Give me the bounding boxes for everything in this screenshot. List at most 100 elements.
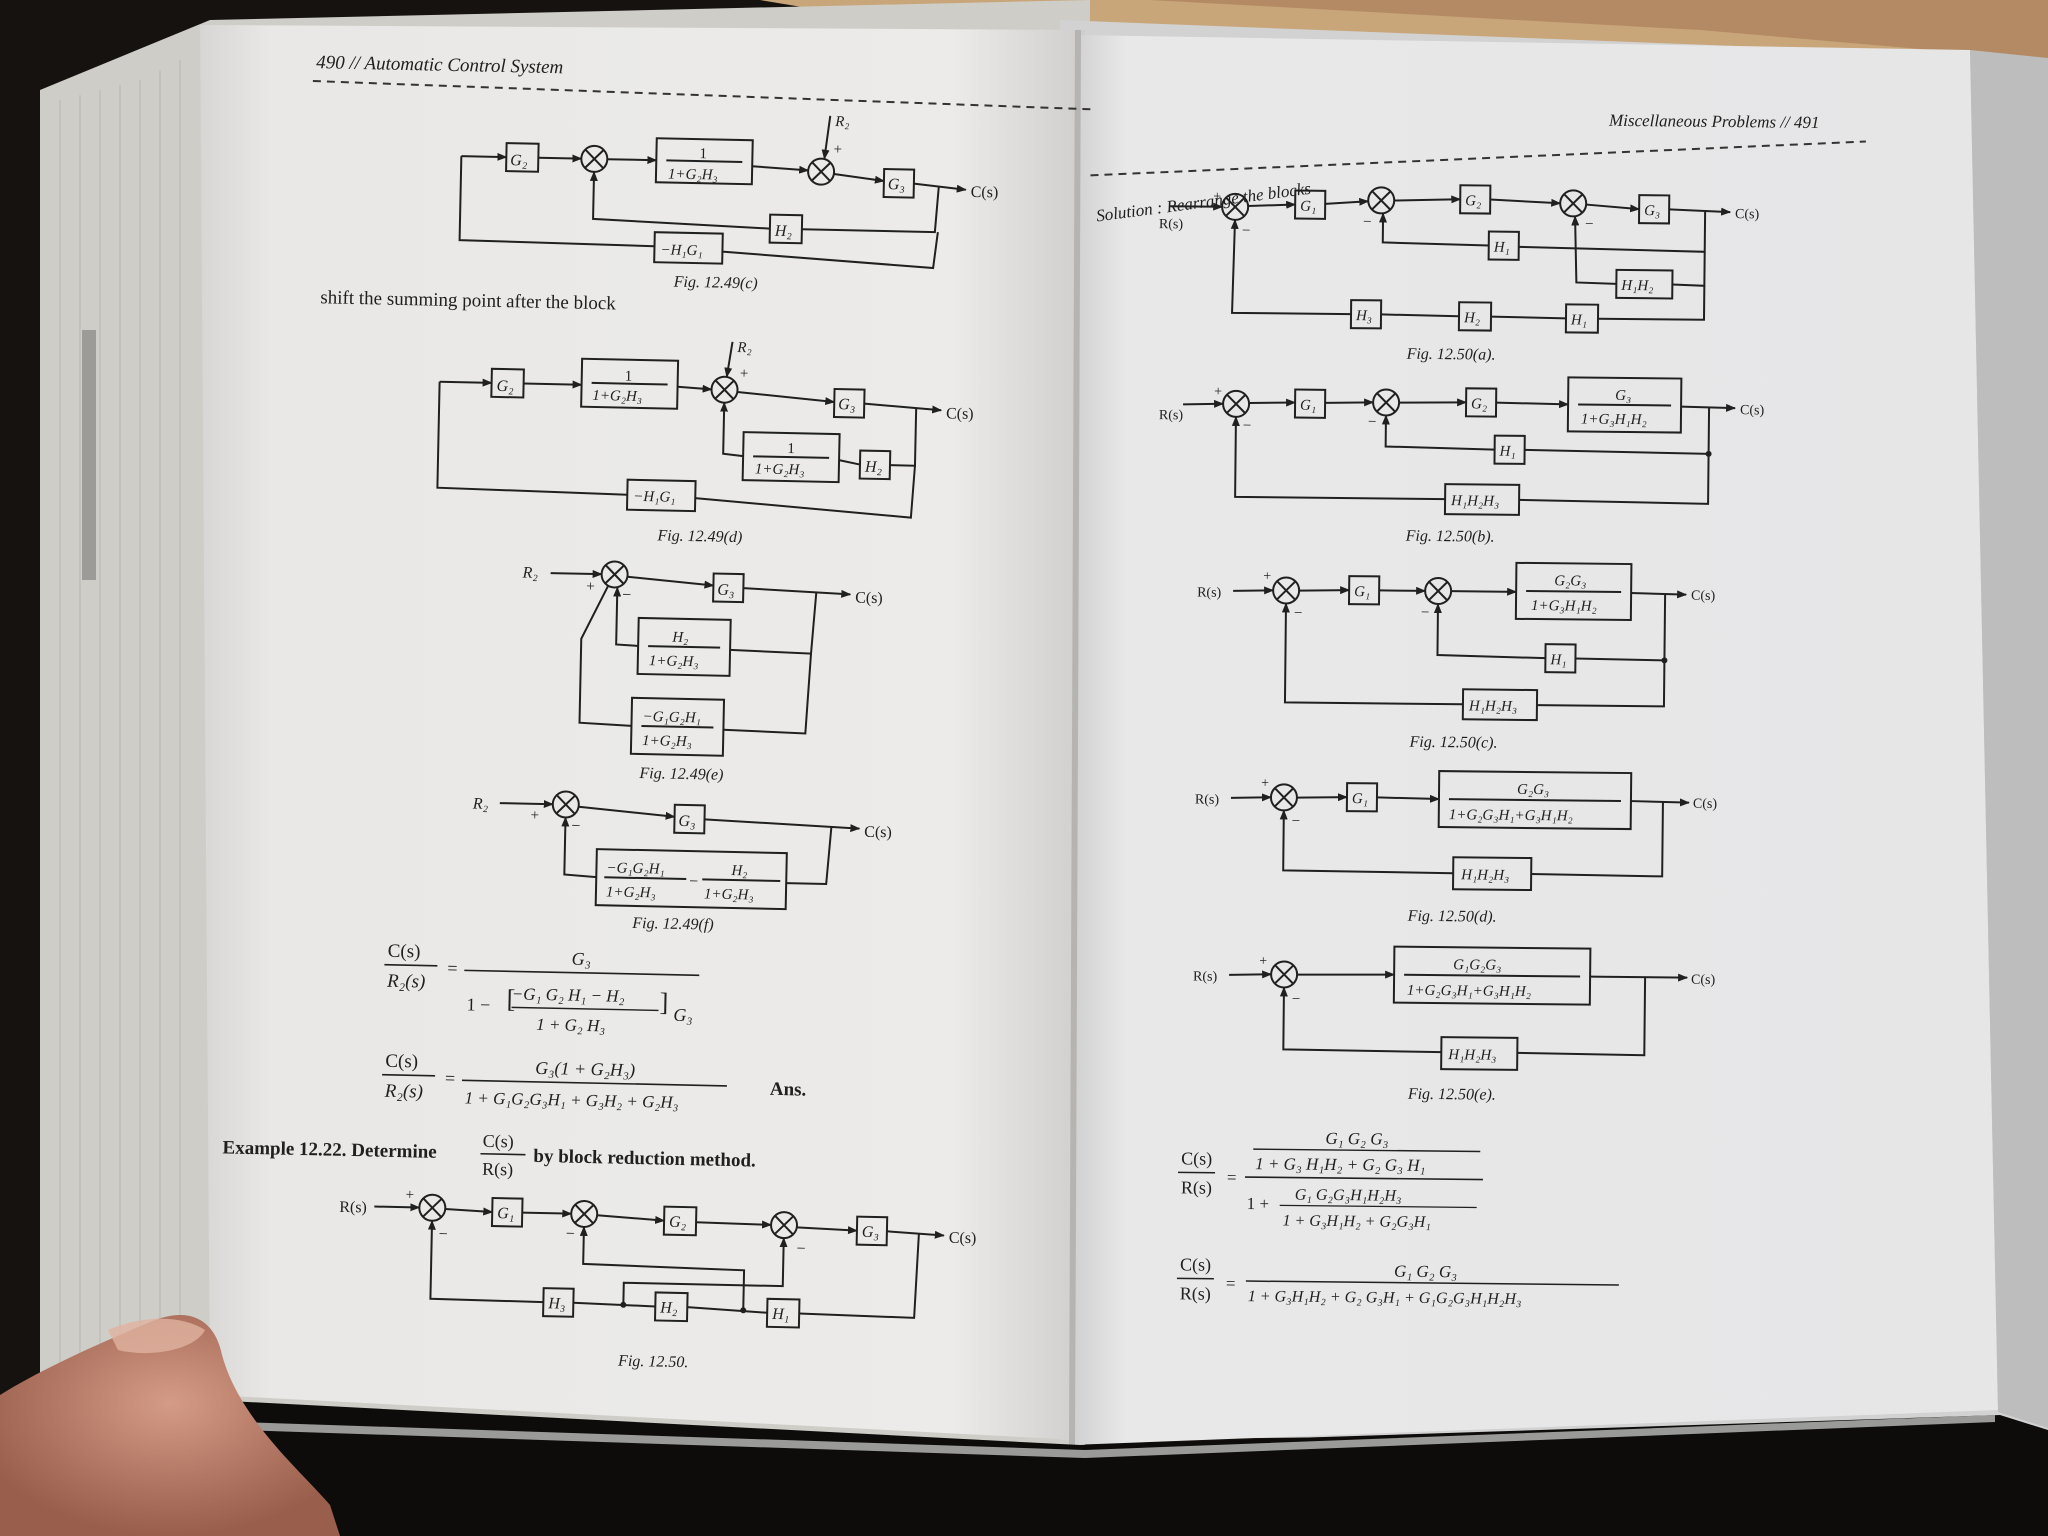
caption-fig-12-49c: Fig. 12.49(c) <box>673 274 758 293</box>
equation-2-right: C(s) R(s) = G₁ G₂ G₃ 1 + G₃H₁H₂ + G₂ G₃H… <box>1176 1254 1619 1308</box>
label-h1-top-a: H₁ <box>1493 240 1510 256</box>
fig-12-50b <box>1183 376 1737 516</box>
label-h2-a: H₂ <box>1463 310 1480 326</box>
label-h1-b: H₁ <box>1499 444 1516 460</box>
sign-minus-50c: − <box>796 1240 805 1257</box>
label-f2-num: H₂ <box>730 863 747 879</box>
label-input-a: R(s) <box>1159 217 1184 232</box>
label-input-b: R(s) <box>1159 408 1184 423</box>
label-h3-50: H₃ <box>547 1295 565 1312</box>
label-g3: G₃ <box>888 176 905 193</box>
equation-1-right: C(s) R(s) = G₁ G₂ G₃ 1 + G₃ H₁H₂ + G₂ G₃… <box>1178 1129 1483 1231</box>
fig-12-50a <box>1170 184 1732 334</box>
label-feedback-b: H₁H₂H₃ <box>1450 493 1499 510</box>
req1-equals: = <box>1227 1168 1237 1187</box>
eq1-equals: = <box>447 958 458 978</box>
right-page-stack <box>1970 50 2048 1428</box>
label-b2-den: 1+G₂H₃ <box>642 733 692 750</box>
eq1-inner-den: 1 + G₂ H₃ <box>536 1015 606 1035</box>
sign-plus-50: + <box>405 1187 414 1203</box>
label-feedback: −H₁G₁ <box>660 242 703 259</box>
label-den: 1+G₂H₃ <box>668 166 718 183</box>
caption-fig-12-50d: Fig. 12.50(d). <box>1407 908 1497 926</box>
eq2-lhs-den: R₂(s) <box>384 1081 424 1103</box>
sign-minus-e: − <box>622 587 631 604</box>
sign-plus: + <box>833 142 842 158</box>
example-12-22: Example 12.22. Determine C(s) R(s) by bl… <box>222 1131 756 1181</box>
sign-plus-f: + <box>530 808 539 824</box>
caption-fig-12-50: Fig. 12.50. <box>617 1353 689 1371</box>
label-output-e-right: C(s) <box>1691 973 1716 988</box>
eq1-lhs-num: C(s) <box>387 941 420 963</box>
sign-minus-e-right: − <box>1292 992 1301 1008</box>
label-h1-a: H₁ <box>1570 312 1587 328</box>
label-feedback-c: H₁H₂H₃ <box>1468 698 1517 715</box>
label-output-c: C(s) <box>1691 589 1716 604</box>
label-h1h2-a: H₁H₂ <box>1620 278 1653 294</box>
eq2-ans: Ans. <box>770 1079 807 1101</box>
bracket-left: [ <box>506 984 515 1013</box>
req1-inner-num: G₁ G₂G₃H₁H₂H₃ <box>1295 1187 1402 1205</box>
label-g3-e: G₃ <box>717 582 734 599</box>
label-g3-a: G₃ <box>1644 203 1660 219</box>
label-input-e: R(s) <box>1193 969 1218 984</box>
example-prefix: Example 12.22. Determine <box>222 1137 437 1162</box>
sign-minus-a3: − <box>1585 217 1594 233</box>
req1-inner-den: 1 + G₃H₁H₂ + G₂G₃H₁ <box>1282 1212 1430 1231</box>
label-g1-a: G₁ <box>1300 199 1316 215</box>
label-num: 1 <box>699 146 707 162</box>
sign-minus-a2: − <box>1363 214 1372 230</box>
caption-fig-12-50a: Fig. 12.50(a). <box>1406 346 1496 364</box>
sign-minus-50b: − <box>566 1226 575 1243</box>
label-g1-c: G₁ <box>1354 584 1370 600</box>
sign-plus-b: + <box>1214 385 1222 400</box>
label-g2-b: G₂ <box>1471 396 1487 412</box>
example-frac-num: C(s) <box>483 1131 514 1153</box>
right-page <box>1070 35 1998 1445</box>
label-output-b: C(s) <box>1740 403 1765 418</box>
label-blk-num-d: G₂G₃ <box>1517 782 1549 798</box>
label-blk-den-d: 1+G₂G₃H₁+G₃H₁H₂ <box>1449 807 1573 824</box>
label-blk-num-e: G₁G₂G₃ <box>1453 957 1501 974</box>
label-b2-num: −G₁G₂H₁ <box>642 709 701 726</box>
label-h1-c: H₁ <box>1549 652 1566 668</box>
caption-fig-12-49f: Fig. 12.49(f) <box>631 915 714 934</box>
label-r2-d: R₂ <box>736 340 752 356</box>
eq2-den: 1 + G₁G₂G₃H₁ + G₃H₂ + G₂H₃ <box>464 1088 678 1111</box>
caption-fig-12-50c: Fig. 12.50(c). <box>1408 734 1497 752</box>
label-output-50: C(s) <box>949 1230 977 1248</box>
sign-plus-d: + <box>1261 776 1269 791</box>
label-g1-d: G₁ <box>1352 791 1368 807</box>
eq1-num: G₃ <box>571 949 591 969</box>
label-h1-50: H₁ <box>771 1306 789 1323</box>
label-output-e: C(s) <box>855 589 883 607</box>
label-feedback-d: H₁H₂H₃ <box>1460 867 1509 884</box>
label-output-a: C(s) <box>1735 207 1760 222</box>
spine-gutter <box>1069 29 1081 1446</box>
caption-fig-12-50e: Fig. 12.50(e). <box>1407 1086 1496 1104</box>
label-f1-den: 1+G₂H₃ <box>606 884 656 901</box>
sign-plus-a: + <box>1213 190 1221 205</box>
label-num-d: 1 <box>625 369 633 385</box>
left-header-rule <box>312 80 1093 111</box>
label-g2-a: G₂ <box>1465 193 1481 209</box>
sign-plus-d: + <box>740 366 749 382</box>
caption-fig-12-50b: Fig. 12.50(b). <box>1405 528 1495 546</box>
label-g3-d: G₃ <box>838 396 855 413</box>
label-g1-50: G₁ <box>497 1205 514 1222</box>
label-g2-d: G₂ <box>496 378 514 395</box>
req2-lhs-den: R(s) <box>1180 1283 1211 1304</box>
sign-minus-c1: − <box>1294 606 1303 622</box>
sign-minus-f: − <box>571 818 580 835</box>
right-header-rule <box>1090 140 1866 177</box>
label-feedback-d: −H₁G₁ <box>633 489 676 506</box>
bracket-right: ] <box>659 987 668 1016</box>
fig-12-49c <box>458 115 967 270</box>
label-blk-den-e: 1+G₂G₃H₁+G₃H₁H₂ <box>1407 983 1531 1000</box>
label-output: C(s) <box>971 184 999 202</box>
sign-minus-50a: − <box>439 1226 448 1243</box>
label-h3-a: H₃ <box>1355 308 1372 324</box>
sign-minus-a1: − <box>1242 223 1251 239</box>
equation-1-left: C(s) R₂(s) = G₃ 1 − [ −G₁ G₂ H₁ − H₂ 1 +… <box>384 941 700 1035</box>
